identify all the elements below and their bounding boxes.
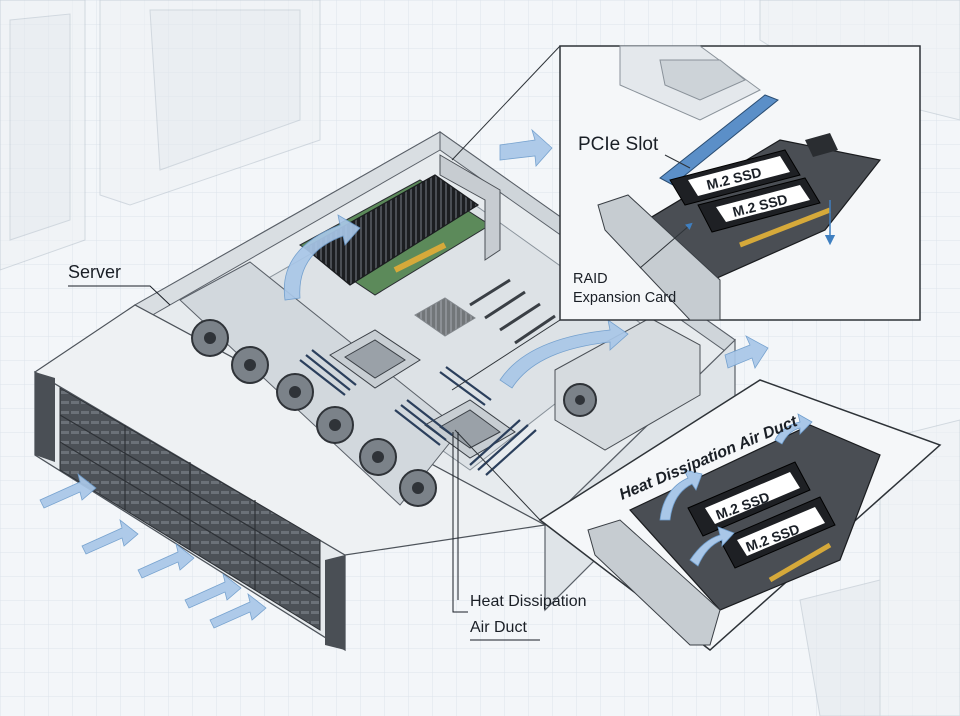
airflow-arrow-icon <box>137 542 195 579</box>
label-expansion-card: Expansion Card <box>573 290 677 306</box>
airflow-arrow-icon <box>499 319 629 389</box>
label-air-duct: Air Duct <box>470 619 527 636</box>
cooling-fan-icon <box>359 438 397 476</box>
cooling-fan-icon <box>399 469 437 507</box>
background-rack-left <box>0 0 321 271</box>
cooling-fan-icon <box>231 346 269 384</box>
cooling-fan-icon <box>316 406 354 444</box>
chipset-heatsink <box>414 297 476 337</box>
cooling-fan-icon <box>563 383 597 417</box>
power-supply <box>554 317 701 451</box>
airflow-arrow-icon <box>689 526 735 567</box>
label-heat-dissipation: Heat Dissipation <box>470 593 587 610</box>
label-raid: RAID <box>573 271 608 287</box>
label-server: Server <box>68 262 122 282</box>
airflow-arrow-icon <box>659 469 703 521</box>
fan-row <box>179 261 461 507</box>
airflow-arrow-icon <box>774 413 813 445</box>
pcie-slots-board <box>469 278 556 345</box>
airflow-arrow-icon <box>81 518 139 555</box>
inset-air-duct: M.2 SSD M.2 SSD Heat Dissipation Air Duc… <box>454 379 942 651</box>
airflow-arrow-icon <box>209 592 267 629</box>
cooling-fan-icon <box>276 373 314 411</box>
airflow-arrow-icon <box>184 572 242 609</box>
airflow-arrow-icon <box>724 335 769 369</box>
pcie-slot <box>659 94 779 186</box>
memory-modules <box>299 349 537 476</box>
airflow-arrow-icon <box>499 128 553 167</box>
airflow-arrows-chassis <box>39 128 769 629</box>
airflow-arrow-icon <box>283 214 361 301</box>
label-pcie-slot: PCIe Slot <box>578 134 659 155</box>
cpu-heatsink-icon <box>329 329 421 389</box>
raid-expansion-card <box>299 154 501 296</box>
inset-pcie-slot: M.2 SSD M.2 SSD <box>451 45 921 391</box>
airflow-arrow-icon <box>39 472 97 509</box>
label-leaders <box>68 285 540 641</box>
cooling-fan-icon <box>191 319 229 357</box>
